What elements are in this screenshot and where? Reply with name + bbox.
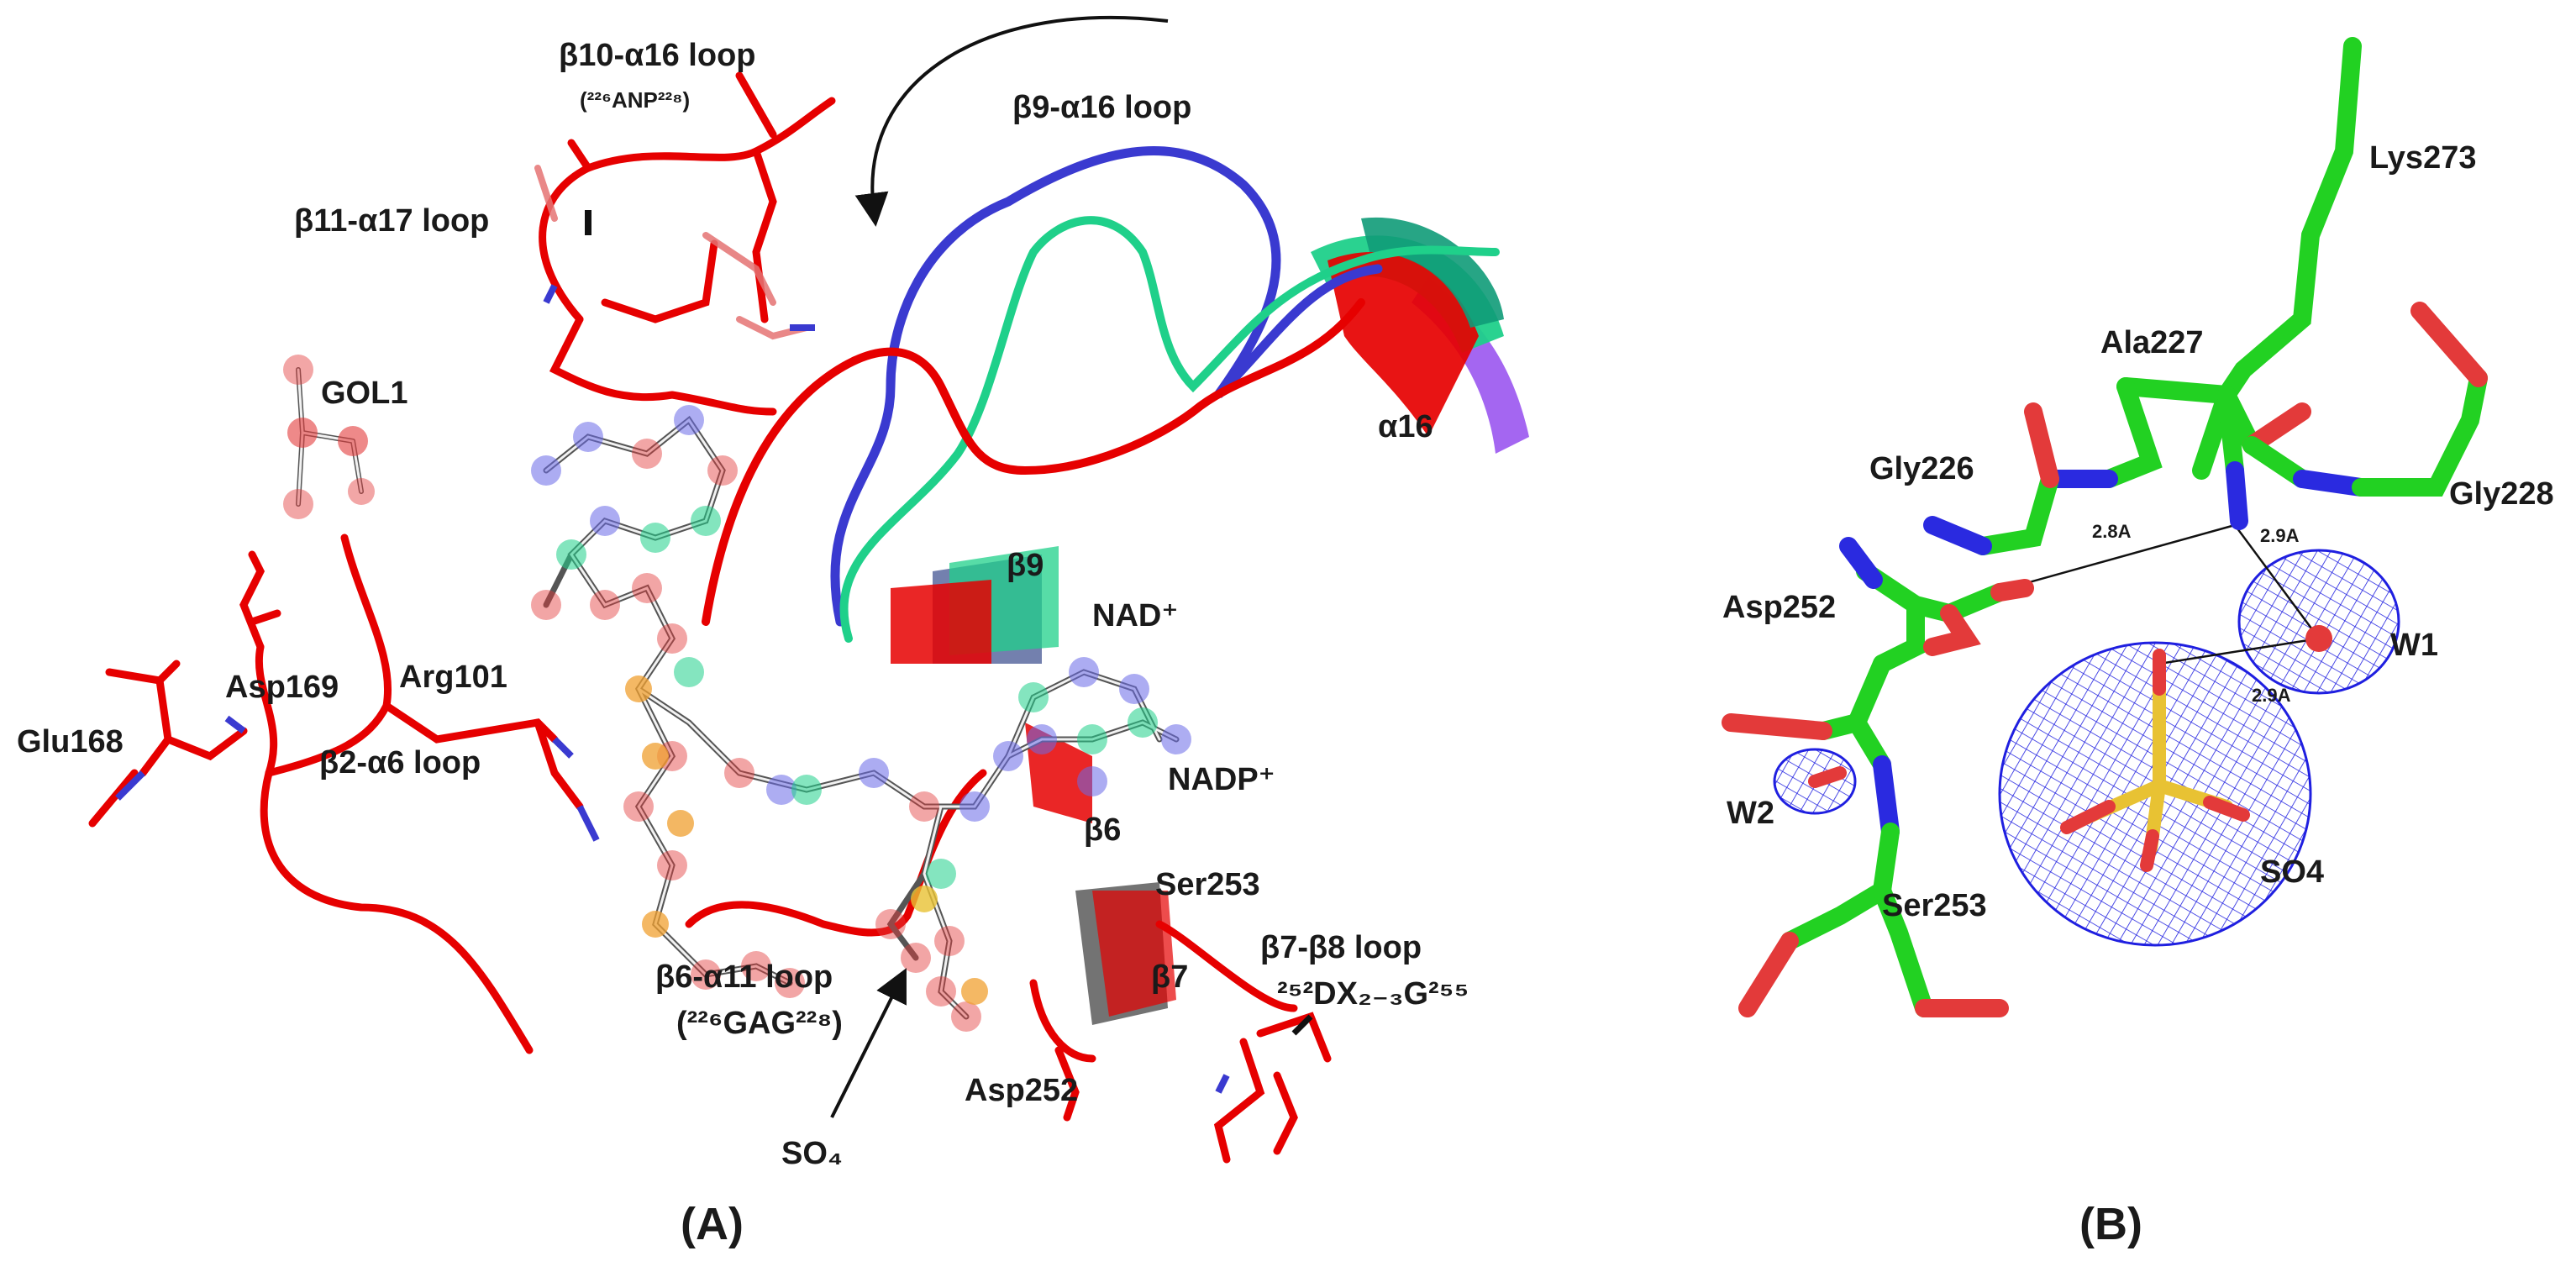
label-so4-b: SO4 (2260, 854, 2324, 890)
so4-pointer-arrow (830, 968, 907, 1118)
panel-a: β10-α16 loop (²²⁶ANP²²⁸) β9-α16 loop β11… (17, 15, 1529, 1249)
label-gol1: GOL1 (321, 376, 407, 411)
label-arg101: Arg101 (399, 660, 507, 695)
label-beta9: β9 (1007, 548, 1044, 583)
distance-label-2: 2.9A (2260, 525, 2300, 546)
label-b9-a16-loop: β9-α16 loop (1012, 90, 1191, 125)
b9-a16-loop-blue (830, 146, 1383, 627)
distance-label-3: 2.9A (2252, 685, 2291, 706)
label-b7-b8-loop: β7-β8 loop (1260, 930, 1422, 965)
label-ser253: Ser253 (1155, 867, 1260, 902)
mesh-w1 (2237, 549, 2400, 695)
b9-a16-loop-teal (839, 216, 1500, 643)
label-ser253-b: Ser253 (1882, 888, 1987, 923)
label-asp252-a: Asp252 (965, 1073, 1078, 1108)
label-b11-a17-loop: β11-α17 loop (294, 203, 489, 239)
label-b10-a16-loop-motif: (²²⁶ANP²²⁸) (580, 87, 690, 113)
nad-nadp-ligands (531, 405, 1191, 1032)
label-nadp: NADP⁺ (1168, 762, 1275, 797)
label-w1: W1 (2390, 628, 2438, 663)
label-nad: NAD⁺ (1092, 598, 1178, 633)
label-beta7: β7 (1151, 959, 1188, 995)
label-b6-a11-loop: β6-α11 loop (655, 959, 833, 995)
b2-a6-loop-sticks (88, 534, 584, 1054)
label-asp252-b: Asp252 (1722, 590, 1836, 625)
label-b2-a6-loop: β2-α6 loop (319, 745, 481, 781)
b6-a11-loop (685, 769, 987, 937)
label-gly228: Gly228 (2449, 476, 2554, 512)
gol1-molecule (283, 355, 375, 519)
label-b6-a11-loop-motif: (²²⁶GAG²²⁸) (676, 1006, 843, 1041)
label-b7-b8-loop-motif: ²⁵²DX₂₋₃G²⁵⁵ (1277, 976, 1469, 1012)
b10-a16-loop-sticks (539, 71, 836, 416)
b9-a16-loop-red (702, 298, 1365, 626)
curved-arrow (854, 15, 1169, 227)
w1-water (2305, 625, 2332, 652)
label-so4-a: SO₄ (781, 1136, 843, 1171)
label-lys273: Lys273 (2369, 140, 2476, 176)
panel-b-sticks (1722, 37, 2488, 1017)
panel-a-label: (A) (681, 1199, 744, 1249)
panel-b-label: (B) (2079, 1199, 2142, 1249)
so4-molecule-b (2060, 649, 2250, 872)
label-beta6: β6 (1084, 812, 1121, 848)
distance-label-1: 2.8A (2092, 521, 2132, 542)
label-glu168: Glu168 (17, 724, 124, 760)
label-alpha16: α16 (1378, 409, 1433, 444)
label-asp169: Asp169 (225, 670, 339, 705)
beta9-sheet (891, 546, 1059, 664)
panel-b: Lys273 Ala227 Gly226 Gly228 Asp252 W1 W2… (1722, 37, 2554, 1249)
label-gly226: Gly226 (1869, 451, 1974, 486)
label-w2: W2 (1727, 796, 1774, 831)
b7-b8-loop-sticks (1029, 920, 1332, 1164)
label-ala227: Ala227 (2100, 325, 2204, 360)
label-b10-a16-loop: β10-α16 loop (559, 38, 756, 73)
